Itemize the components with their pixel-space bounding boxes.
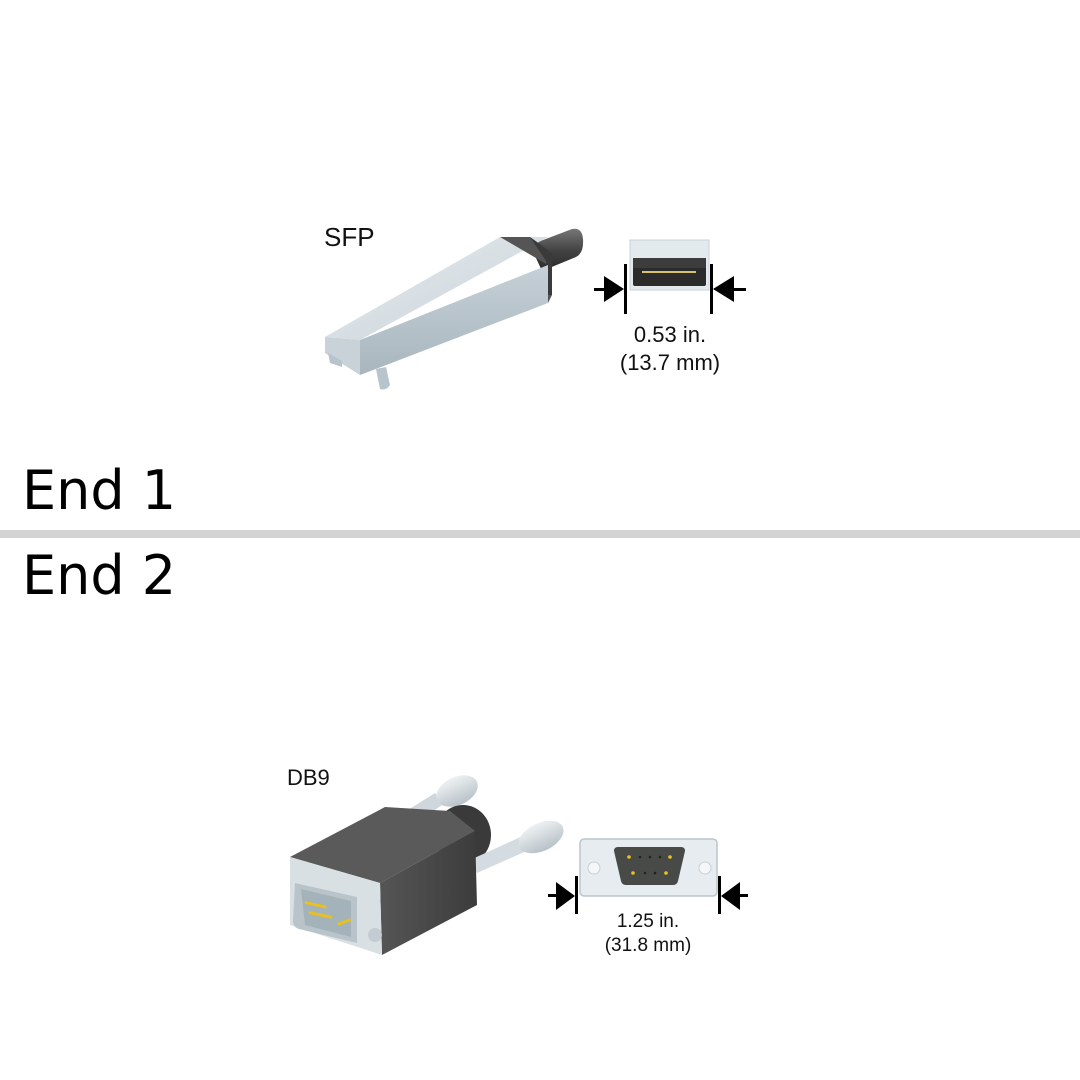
db9-dimension-inches: 1.25 in. [616, 911, 680, 932]
end-2-label: End 2 [22, 544, 177, 607]
end-1-label: End 1 [22, 459, 177, 522]
sfp-end-view-dimension [594, 239, 746, 314]
sfp-dimension-label: 0.53 in. (13.7 mm) [590, 321, 750, 376]
sfp-dimension-inches: 0.53 in. [633, 322, 707, 347]
section-divider [0, 530, 1080, 538]
sfp-dimension-mm: (13.7 mm) [619, 349, 721, 375]
db9-dimension-mm: (31.8 mm) [604, 934, 692, 956]
db9-end-view-dimension [548, 838, 748, 914]
db9-dimension-label: 1.25 in. (31.8 mm) [568, 910, 728, 958]
sfp-connector-illustration [325, 228, 584, 390]
db9-connector-name: DB9 [287, 765, 330, 790]
db9-connector-illustration [290, 775, 564, 955]
sfp-connector-name: SFP [324, 222, 375, 252]
